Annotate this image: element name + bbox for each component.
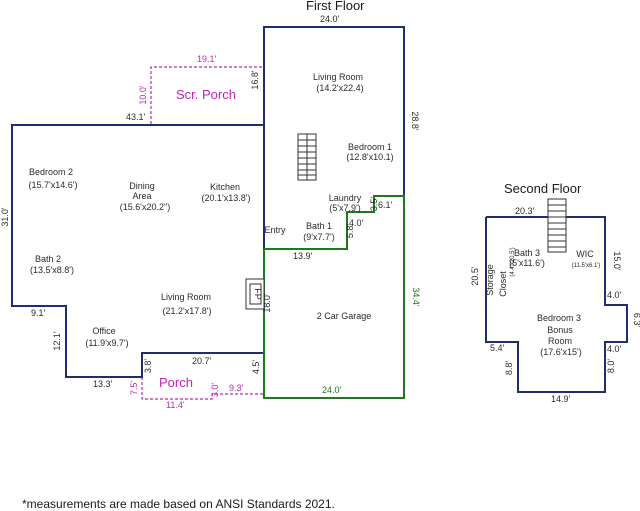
porch-dim-bottom: 11.4' <box>166 400 185 410</box>
dim-13-3: 13.3' <box>93 379 113 389</box>
screened-porch-outline <box>150 66 264 124</box>
living-room-top-size: (14.2'x22.4) <box>316 83 363 93</box>
living-room-top-name: Living Room <box>313 72 363 82</box>
garage-dim-bottom: 24.0' <box>322 385 342 395</box>
sf-dim-left: 20.5' <box>470 266 480 286</box>
dim-4-0: 4.0' <box>349 218 364 228</box>
dim-20-7: 20.7' <box>192 356 212 366</box>
dim-5-8: 5.8' <box>345 224 355 239</box>
second-floor-walls <box>485 216 628 393</box>
dim-right-28-8: 28.8' <box>410 111 420 131</box>
storage-closet-size: (4.4'x20.5') <box>510 247 516 276</box>
sf-dim-left-step: 5.4' <box>490 343 505 353</box>
fireplace-icon: FP <box>245 278 265 310</box>
bath1-size: (9'x7.7') <box>303 232 334 242</box>
dim-top-24: 24.0' <box>320 14 340 24</box>
storage-closet-line1: Storage <box>485 264 495 296</box>
dim-43-1: 43.1' <box>126 112 146 122</box>
garage-dim-right: 34.4' <box>411 287 421 307</box>
scr-porch-dim-left: 10.0' <box>138 85 148 105</box>
stairs-second-floor <box>547 198 567 253</box>
dim-4-5: 4.5' <box>251 360 261 375</box>
bedroom1-size: (12.8'x10.1) <box>346 152 393 162</box>
sf-dim-top: 20.3' <box>515 206 535 216</box>
office-size: (11.9'x9.7') <box>85 338 128 348</box>
second-floor-title: Second Floor <box>504 181 582 196</box>
bedroom2-size: (15.7'x14.6') <box>29 180 78 190</box>
sf-dim-right-top: 15.0' <box>612 251 622 271</box>
porch-dim-3-0: 3.0' <box>210 383 220 398</box>
dining-name-2: Area <box>132 191 151 201</box>
sf-dim-bottom: 14.9' <box>551 394 571 404</box>
kitchen-name: Kitchen <box>210 182 240 192</box>
garage-name: 2 Car Garage <box>317 311 372 321</box>
dim-18-0: 18.0' <box>262 293 272 313</box>
laundry-name: Laundry <box>329 193 362 203</box>
scr-porch-dim-top: 19.1' <box>197 54 217 64</box>
entry-label: Entry <box>264 225 286 235</box>
dim-3-8: 3.8' <box>143 359 153 374</box>
dim-3-5: 3.5' <box>369 197 379 212</box>
bedroom3-size: (17.6'x15') <box>540 347 581 357</box>
sf-dim-right-mid: 6.3' <box>632 313 640 328</box>
stairs-first-floor <box>297 133 317 181</box>
living-room-bottom-size: (21.2'x17.8') <box>163 306 212 316</box>
front-porch-outline <box>141 377 264 400</box>
sf-dim-notch: 4.0' <box>607 290 622 300</box>
kitchen-size: (20.1'x13.8') <box>202 193 251 203</box>
fireplace-label: FP <box>253 288 263 300</box>
scr-porch-label: Scr. Porch <box>176 87 236 102</box>
storage-closet-line2: Closet <box>498 271 508 297</box>
sf-dim-notch2: 4.0' <box>607 344 622 354</box>
office-name: Office <box>92 326 115 336</box>
dim-9-1: 9.1' <box>31 308 46 318</box>
dining-name-1: Dining <box>129 181 155 191</box>
dim-12-1: 12.1' <box>52 331 62 351</box>
bedroom3-line1: Bedroom 3 <box>537 313 581 323</box>
wic-size: (11.5'x6.1') <box>572 263 601 269</box>
wic-name: WIC <box>576 249 594 259</box>
sf-dim-right-bottom: 8.0' <box>606 359 616 374</box>
laundry-size: (5'x7.9') <box>329 203 360 213</box>
bedroom3-line3: Room <box>548 336 572 346</box>
garage-walls <box>263 195 405 399</box>
porch-dim-9-3: 9.3' <box>229 383 244 393</box>
dim-left-31: 31.0' <box>0 207 10 227</box>
first-floor-title: First Floor <box>306 0 365 13</box>
bath1-name: Bath 1 <box>306 221 332 231</box>
bath3-size: (5'x11.6') <box>509 258 545 268</box>
dim-13-9: 13.9' <box>293 251 313 261</box>
dim-16-8: 16.8' <box>250 70 260 90</box>
bedroom3-line2: Bonus <box>547 325 573 335</box>
bath2-name: Bath 2 <box>35 254 61 264</box>
dim-6-1: 6.1' <box>378 200 393 210</box>
sf-dim-left-bottom: 8.8' <box>504 361 514 376</box>
porch-dim-left: 7.5' <box>129 381 139 396</box>
bath2-size: (13.5'x8.8') <box>30 265 74 275</box>
bedroom1-name: Bedroom 1 <box>348 142 392 152</box>
dining-size: (15.6'x20.2") <box>120 202 170 212</box>
living-room-bottom-name: Living Room <box>161 292 211 302</box>
porch-label: Porch <box>159 375 193 390</box>
bath3-name: Bath 3 <box>514 248 540 258</box>
footnote: *measurements are made based on ANSI Sta… <box>22 497 335 511</box>
bedroom2-name: Bedroom 2 <box>29 167 73 177</box>
